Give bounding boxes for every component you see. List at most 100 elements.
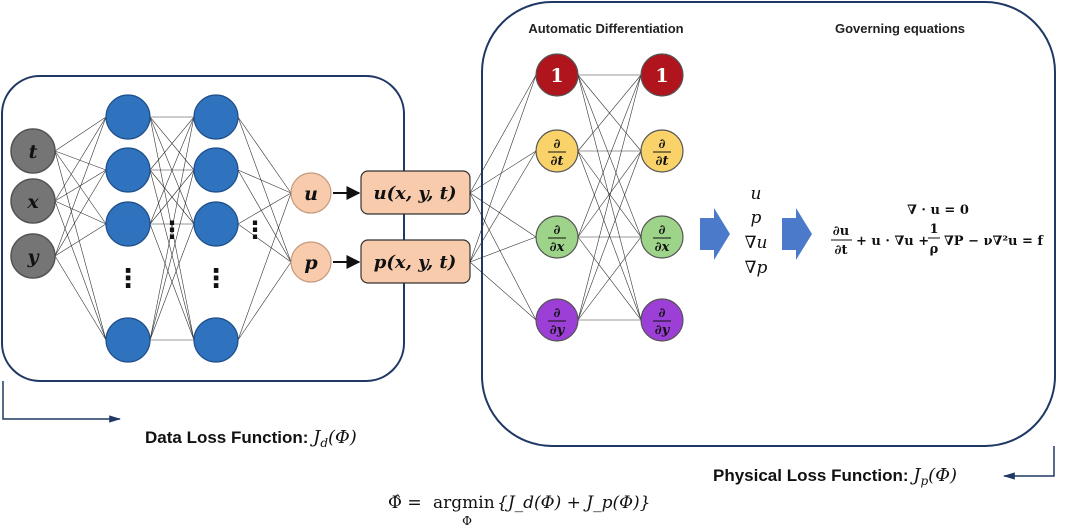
edge-ad-ad xyxy=(577,74,642,152)
edge-hidden-output xyxy=(237,116,292,263)
data-loss-argument: (Φ) xyxy=(328,427,357,448)
input-node-t xyxy=(10,128,56,174)
momentum-frac-num: 1 xyxy=(929,222,938,237)
edge-input-hidden xyxy=(54,255,107,341)
p-function-label: p(x, y, t) xyxy=(374,252,456,273)
physical-loss-text: Physical Loss Function: xyxy=(713,466,913,485)
momentum-rest: ∇P − ν∇²u = f xyxy=(944,234,1044,249)
edge-output-ad xyxy=(469,236,537,263)
ad-node-label: 1 xyxy=(655,65,668,87)
ad-node xyxy=(535,215,579,259)
derived-grad-p: ∇p xyxy=(745,258,768,278)
hidden-node xyxy=(193,94,239,140)
hidden-layer-2: ⋮ xyxy=(193,94,239,363)
hidden-node xyxy=(105,147,151,193)
physics-box xyxy=(481,1,1056,447)
input-label-t: t xyxy=(29,141,38,163)
ad-node xyxy=(535,53,579,97)
hidden-ellipsis: ⋮ xyxy=(115,264,141,294)
objective-rhs: {J_d(Φ) + J_p(Φ)} xyxy=(497,493,650,513)
edge-hidden-output xyxy=(237,169,292,194)
input-label-y: y xyxy=(26,246,40,268)
edge-hidden-output xyxy=(237,261,292,341)
edge-input-hidden xyxy=(54,150,107,225)
data-loss-subscript: d xyxy=(320,436,328,450)
derived-quantities: u p ∇u ∇p xyxy=(745,184,768,278)
momentum-frac-den: ρ xyxy=(930,242,939,257)
edge-ad-ad xyxy=(577,74,642,238)
hidden-node xyxy=(105,201,151,247)
input-node-x xyxy=(10,178,56,224)
derived-u: u xyxy=(751,184,762,204)
edge-ad-ad xyxy=(577,150,642,321)
output-label-p: p xyxy=(304,252,318,274)
edge-input-hidden xyxy=(54,116,107,152)
ad-node xyxy=(535,298,579,342)
ad-node-denominator: ∂x xyxy=(550,240,565,255)
objective-formula: Φ̂ = argmin Φ {J_d(Φ) + J_p(Φ)} xyxy=(388,493,650,528)
objective-under: Φ xyxy=(462,514,472,528)
physical-loss-arrow xyxy=(1002,446,1055,480)
derived-grad-u: ∇u xyxy=(745,233,768,253)
edge-hidden-output xyxy=(237,169,292,263)
hidden-node xyxy=(105,317,151,363)
physical-loss-subscript: p xyxy=(920,474,928,488)
hidden-node xyxy=(193,147,239,193)
edge-hidden-output xyxy=(237,116,292,194)
derived-p: p xyxy=(751,208,762,228)
ad-column-2: 1∂∂t∂∂x∂∂y xyxy=(640,53,684,342)
edge-output-ad xyxy=(469,192,537,238)
edge-hidden-hidden xyxy=(149,116,195,225)
edge-hidden-output xyxy=(237,192,292,341)
edge-input-hidden xyxy=(54,150,107,341)
continuity-equation: ∇ · u = 0 xyxy=(907,203,969,218)
ad-node-numerator: ∂ xyxy=(554,137,561,152)
data-loss-symbol: J xyxy=(309,427,322,448)
between-ellipsis: ⋮ xyxy=(160,216,184,244)
ad-node-denominator: ∂t xyxy=(656,154,669,169)
physical-loss-argument: (Φ) xyxy=(928,465,957,486)
data-loss-arrow xyxy=(2,381,122,423)
edge-output-ad xyxy=(469,74,537,194)
edge-hidden-hidden xyxy=(149,116,195,171)
u-function-box xyxy=(360,170,471,215)
edge-output-ad xyxy=(469,74,537,263)
ad-node-denominator: ∂y xyxy=(550,323,566,338)
hidden-node xyxy=(193,317,239,363)
ad-node-numerator: ∂ xyxy=(659,223,666,238)
block-arrow-2 xyxy=(782,208,812,260)
data-loss-text: Data Loss Function: xyxy=(145,428,313,447)
ad-node-numerator: ∂ xyxy=(554,223,561,238)
governing-equations: ∇ · u = 0 ∂u ∂t + u · ∇u + 1 ρ ∇P − ν∇²u… xyxy=(831,203,1044,258)
output-node-p xyxy=(290,241,332,283)
edge-input-hidden xyxy=(54,150,107,171)
momentum-lhs-num: ∂u xyxy=(833,224,849,239)
data-loss-caption: Data Loss Function: Jd(Φ) xyxy=(145,427,357,450)
physical-loss-symbol: J xyxy=(909,465,922,486)
input-node-y xyxy=(10,233,56,279)
output-label-u: u xyxy=(304,183,318,205)
ad-node-denominator: ∂y xyxy=(655,323,671,338)
edge-input-hidden xyxy=(54,200,107,341)
edge-hidden-hidden xyxy=(149,169,195,225)
ad-node xyxy=(640,298,684,342)
hidden-ellipsis: ⋮ xyxy=(203,264,229,294)
ad-column-1: 1∂∂t∂∂x∂∂y xyxy=(535,53,579,342)
edge-ad-ad xyxy=(577,236,642,321)
edge-hidden-hidden xyxy=(149,116,195,341)
ad-node-numerator: ∂ xyxy=(659,306,666,321)
between-ellipsis: ⋮ xyxy=(243,216,267,244)
edge-output-ad xyxy=(469,150,537,194)
ad-node-numerator: ∂ xyxy=(554,306,561,321)
hidden-layer-1: ⋮ xyxy=(105,94,151,363)
p-function-box xyxy=(360,239,471,284)
edge-hidden-output xyxy=(237,192,292,225)
input-layer: t x y xyxy=(10,128,56,279)
ad-node xyxy=(640,129,684,173)
edge-hidden-output xyxy=(237,223,292,263)
ad-node-numerator: ∂ xyxy=(659,137,666,152)
momentum-mid: + u · ∇u + xyxy=(856,234,929,249)
governing-equations-header: Governing equations xyxy=(835,21,965,36)
ad-node xyxy=(640,215,684,259)
edge-input-hidden xyxy=(54,116,107,257)
